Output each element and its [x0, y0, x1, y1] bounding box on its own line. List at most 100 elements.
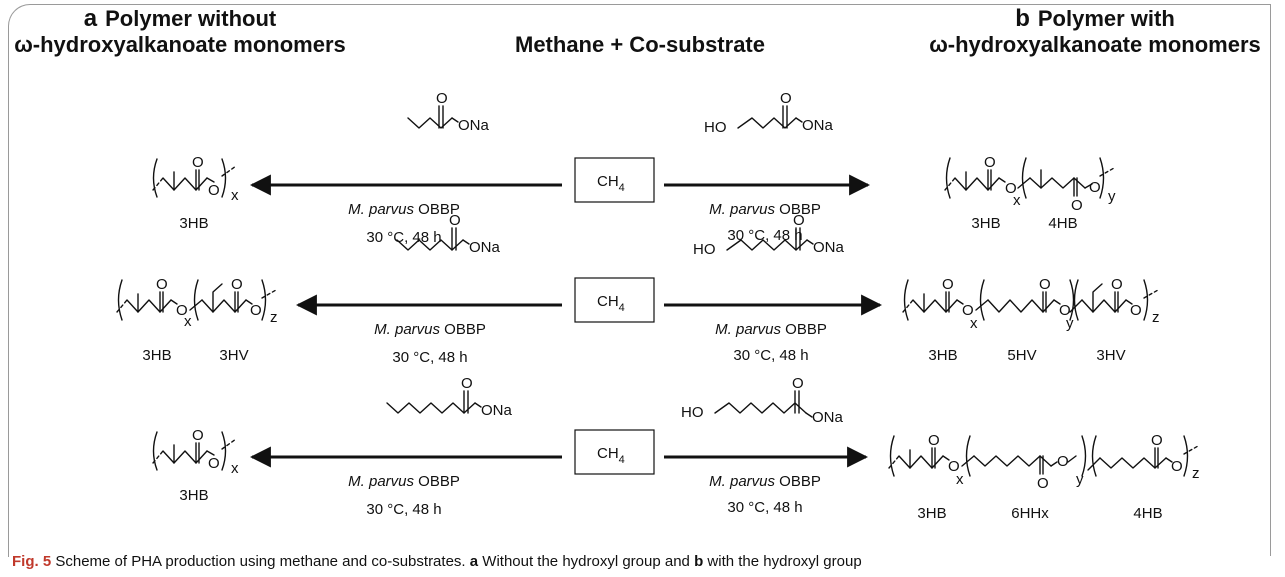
- atom-labels: O O x O ONa HO O ONa O O x O O y O O x O…: [156, 90, 1200, 492]
- row2-right-organism: M. parvus OBBP: [715, 321, 827, 338]
- header-a-line1: Polymer without: [105, 6, 277, 31]
- row2-left-organism: M. parvus OBBP: [374, 321, 486, 338]
- row2-right-o2: O: [962, 302, 974, 319]
- row3-right-monomer-3: 4HB: [1133, 505, 1162, 522]
- row2-right-sub-y: y: [1066, 315, 1074, 332]
- row2-right-polymer: [902, 279, 1159, 321]
- row2-left-sub-ona: ONa: [469, 239, 501, 256]
- header-methane-cosubstrate: Methane + Co-substrate: [515, 32, 765, 57]
- row2-left-o3: O: [231, 276, 243, 293]
- row2-ch4-box: [574, 277, 655, 323]
- row2-right-sub-x: x: [970, 315, 978, 332]
- row2-right-monomer-3: 3HV: [1096, 347, 1125, 364]
- row3-right-substrate: [714, 390, 813, 418]
- row1-left-substrate: [407, 105, 459, 129]
- row2-left-sub-z: z: [270, 309, 278, 326]
- row1-right-sub-y: y: [1108, 188, 1116, 205]
- row1-right-organism: M. parvus OBBP: [709, 201, 821, 218]
- header-b: b Polymer with ω-hydroxyalkanoate monomer…: [905, 6, 1285, 58]
- row1-right-sub-ona: ONa: [802, 117, 834, 134]
- row3-left-organism: M. parvus OBBP: [348, 473, 460, 490]
- row1-right-o1: O: [984, 154, 996, 171]
- row1-left-organism: M. parvus OBBP: [348, 201, 460, 218]
- row3-ch4-label: CH4: [597, 445, 625, 466]
- row3-right-sub-ona: ONa: [812, 409, 844, 426]
- row1-right-polymer: [944, 157, 1115, 199]
- row2-right-sub-ona: ONa: [813, 239, 845, 256]
- row3-right-sub-o: O: [792, 375, 804, 392]
- row3-right-o5: O: [1151, 432, 1163, 449]
- row3-right-sub-ho: HO: [681, 404, 704, 421]
- row1-left-sub-o: O: [436, 90, 448, 107]
- header-b-line2: ω-hydroxyalkanoate monomers: [929, 32, 1261, 57]
- row3-ch4-box: [574, 429, 655, 475]
- row2-right-sub-o: O: [793, 212, 805, 229]
- row3-right-monomer-2: 6HHx: [1011, 505, 1049, 522]
- row3-left-conditions: 30 °C, 48 h: [366, 501, 441, 518]
- caption-text-1: Scheme of PHA production using methane a…: [55, 553, 466, 570]
- row1-left-o-carbonyl: O: [192, 154, 204, 171]
- row2-left-polymer: [116, 279, 277, 321]
- row1-left-o-ester: O: [208, 182, 220, 199]
- row1-ch4-box: [574, 157, 655, 203]
- row1-right-sub-o: O: [780, 90, 792, 107]
- row2-right-o4: O: [1059, 302, 1071, 319]
- conditions: M. parvus OBBP 30 °C, 48 h M. parvus OBB…: [348, 201, 827, 518]
- row3-left-monomer-1: 3HB: [179, 487, 208, 504]
- row3-right-sub-z: z: [1192, 465, 1200, 482]
- row1-right-substrate: [737, 105, 803, 129]
- row3-left-o-carbonyl: O: [192, 427, 204, 444]
- row3-left-substrate: [386, 390, 482, 414]
- row3-right-o2: O: [948, 458, 960, 475]
- row3-left-sub-o: O: [461, 375, 473, 392]
- row2-right-monomer-1: 3HB: [928, 347, 957, 364]
- row3-left-sub-ona: ONa: [481, 402, 513, 419]
- caption-text-2: Without the hydroxyl group and: [482, 553, 690, 570]
- header-a-letter: a: [83, 5, 98, 32]
- row3-right-o4: O: [1057, 453, 1069, 470]
- row1-right-monomer-1: 3HB: [971, 215, 1000, 232]
- row2-left-sub-o: O: [449, 212, 461, 229]
- row3-right-o6: O: [1171, 458, 1183, 475]
- row3-right-conditions: 30 °C, 48 h: [727, 499, 802, 516]
- row1-right-sub-x: x: [1013, 192, 1021, 209]
- row2-left-conditions: 30 °C, 48 h: [392, 349, 467, 366]
- row2-right-conditions: 30 °C, 48 h: [733, 347, 808, 364]
- header-b-letter: b: [1015, 5, 1030, 32]
- caption-b: b: [694, 553, 704, 570]
- row3-arrows: [249, 429, 869, 475]
- caption-fig-label: Fig. 5: [12, 553, 52, 570]
- row3-right-sub-x: x: [956, 471, 964, 488]
- row1-left-polymer: [152, 158, 237, 198]
- row2-left-substrate: [396, 227, 470, 251]
- row2-right-o3: O: [1039, 276, 1051, 293]
- row3-right-polymer: [888, 435, 1199, 477]
- row2-right-substrate: [726, 227, 814, 251]
- row2-left-o1: O: [156, 276, 168, 293]
- row3-right-organism: M. parvus OBBP: [709, 473, 821, 490]
- row3-right-o1: O: [928, 432, 940, 449]
- row1-arrows: [249, 157, 871, 203]
- row2-right-o5: O: [1111, 276, 1123, 293]
- row2-right-sub-ho: HO: [693, 241, 716, 258]
- row3-left-o-ester: O: [208, 455, 220, 472]
- header-b-line1: Polymer with: [1037, 6, 1175, 31]
- row1-left-conditions: 30 °C, 48 h: [366, 229, 441, 246]
- row3-right-monomer-1: 3HB: [917, 505, 946, 522]
- row1-left-sub-ona: ONa: [458, 117, 490, 134]
- row3-right-o3: O: [1037, 475, 1049, 492]
- row2-right-o6: O: [1130, 302, 1142, 319]
- monomer-labels: 3HB 3HB 4HB 3HB 3HV 3HB 5HV 3HV 3HB 3HB …: [142, 215, 1162, 522]
- row1-right-conditions: 30 °C, 48 h: [727, 227, 802, 244]
- row2-arrows: [295, 277, 883, 323]
- row2-left-monomer-1: 3HB: [142, 347, 171, 364]
- row1-right-o2: O: [1005, 180, 1017, 197]
- figure-caption: Fig. 5 Scheme of PHA production using me…: [12, 552, 1272, 572]
- figure-frame: [8, 4, 1271, 557]
- row1-right-o4: O: [1089, 179, 1101, 196]
- figure-frame-right: [1270, 4, 1271, 556]
- row1-left-sub-x: x: [231, 187, 239, 204]
- row1-left-monomer-1: 3HB: [179, 215, 208, 232]
